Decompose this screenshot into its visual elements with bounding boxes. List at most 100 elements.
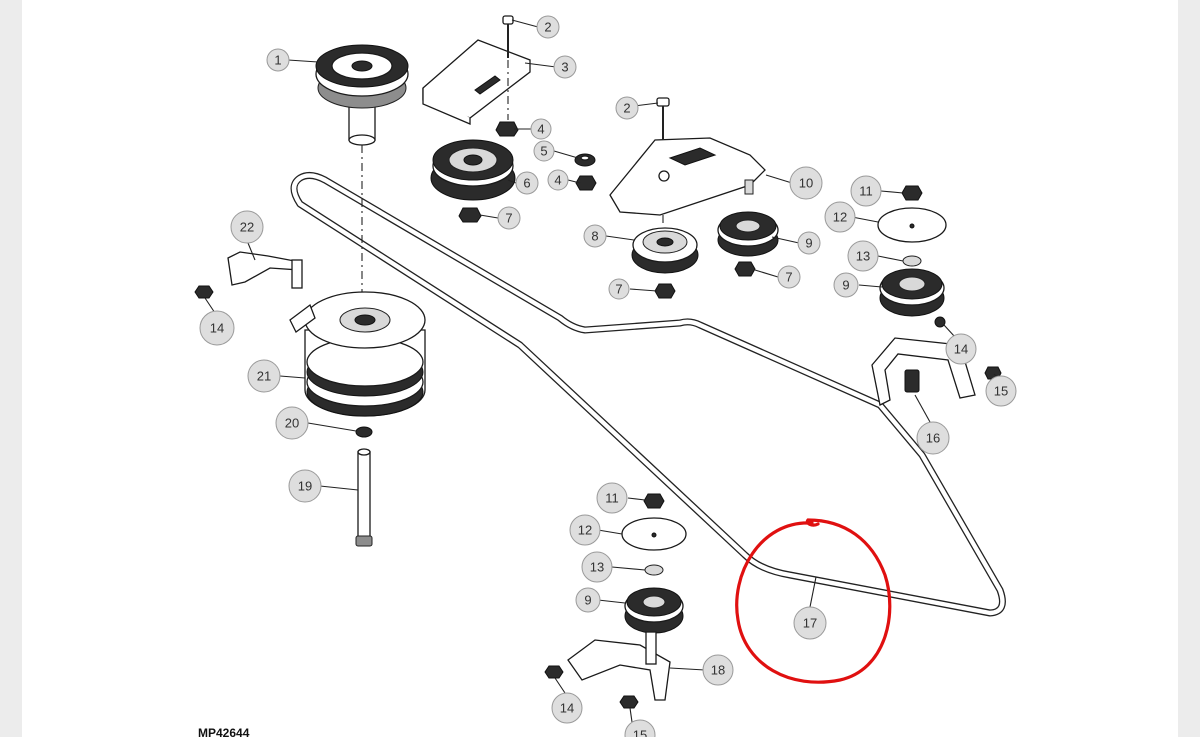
callout-circle xyxy=(530,118,552,140)
callout-circle xyxy=(985,375,1017,407)
callout-circle xyxy=(945,333,977,365)
callout-circle xyxy=(230,210,264,244)
callout-circle xyxy=(575,587,601,613)
callout-label: 2 xyxy=(544,20,551,35)
callout-14: 14 xyxy=(945,333,977,365)
callout-circle xyxy=(497,206,521,230)
callout-circle xyxy=(916,421,950,455)
callout-15: 15 xyxy=(624,719,656,737)
callout-18: 18 xyxy=(702,654,734,686)
callout-19: 19 xyxy=(288,469,322,503)
callout-label: 15 xyxy=(994,384,1008,399)
callout-circle xyxy=(702,654,734,686)
callout-7: 7 xyxy=(777,265,801,289)
part-drive-pulley xyxy=(315,44,409,146)
part-clutch-bolt xyxy=(355,426,373,547)
callout-7: 7 xyxy=(608,278,630,300)
callout-label: 9 xyxy=(805,236,812,251)
callout-label: 19 xyxy=(298,479,312,494)
part-flat-idler-9a xyxy=(717,211,779,277)
callout-6: 6 xyxy=(515,171,539,195)
callout-circle xyxy=(581,551,613,583)
callout-10: 10 xyxy=(789,166,823,200)
callout-circle xyxy=(824,201,856,233)
callout-circle xyxy=(275,406,309,440)
callout-label: 13 xyxy=(856,249,870,264)
callout-circle xyxy=(266,48,290,72)
part-idler-pulley-grooved xyxy=(430,139,516,201)
part-pivot-bracket-16 xyxy=(871,316,1002,406)
callout-circle xyxy=(551,692,583,724)
callout-circle xyxy=(536,15,560,39)
callout-label: 12 xyxy=(578,523,592,538)
callout-11: 11 xyxy=(596,482,628,514)
callout-15: 15 xyxy=(985,375,1017,407)
part-right-idler-stack xyxy=(877,185,947,317)
part-clutch-bracket-22 xyxy=(194,251,303,299)
callout-label: 9 xyxy=(842,278,849,293)
callout-13: 13 xyxy=(847,240,879,272)
callout-circle xyxy=(789,166,823,200)
callout-label: 1 xyxy=(274,53,281,68)
callout-5: 5 xyxy=(533,140,555,162)
callout-9: 9 xyxy=(833,272,859,298)
callout-13: 13 xyxy=(581,551,613,583)
callout-label: 10 xyxy=(799,176,813,191)
callout-circle xyxy=(850,175,882,207)
callout-label: 5 xyxy=(540,144,547,159)
callout-2: 2 xyxy=(536,15,560,39)
callout-9: 9 xyxy=(797,231,821,255)
callout-label: 11 xyxy=(859,184,873,199)
callout-3: 3 xyxy=(553,55,577,79)
callout-2: 2 xyxy=(615,96,639,120)
callout-9: 9 xyxy=(575,587,601,613)
callout-circle xyxy=(615,96,639,120)
part-idler-pulley-8 xyxy=(631,227,699,299)
callout-label: 14 xyxy=(954,342,968,357)
callout-17: 17 xyxy=(793,606,827,640)
callout-14: 14 xyxy=(199,310,235,346)
callout-label: 4 xyxy=(537,122,544,137)
callout-4: 4 xyxy=(530,118,552,140)
part-idler-bracket-top xyxy=(422,15,531,125)
diagram-code: MP42644 xyxy=(198,726,250,737)
highlight-circle xyxy=(735,518,892,684)
callout-circle xyxy=(583,224,607,248)
callout-circle xyxy=(199,310,235,346)
callout-label: 7 xyxy=(615,282,622,297)
callout-circle xyxy=(777,265,801,289)
callout-label: 17 xyxy=(803,616,817,631)
part-idler-arm-bracket xyxy=(609,97,766,225)
callout-label: 22 xyxy=(240,220,254,235)
callout-label: 7 xyxy=(505,211,512,226)
callout-circle xyxy=(608,278,630,300)
callout-circle xyxy=(288,469,322,503)
callout-4: 4 xyxy=(547,169,569,191)
leader-lines xyxy=(204,19,999,723)
callout-circle xyxy=(793,606,827,640)
callout-12: 12 xyxy=(824,201,856,233)
callout-22: 22 xyxy=(230,210,264,244)
callout-label: 2 xyxy=(623,101,630,116)
callout-7: 7 xyxy=(497,206,521,230)
callout-circle xyxy=(797,231,821,255)
callout-20: 20 xyxy=(275,406,309,440)
callout-1: 1 xyxy=(266,48,290,72)
callout-label: 4 xyxy=(554,173,561,188)
callout-circle xyxy=(624,719,656,737)
callout-label: 13 xyxy=(590,560,604,575)
callout-label: 18 xyxy=(711,663,725,678)
callout-label: 11 xyxy=(605,491,619,506)
callout-circle xyxy=(515,171,539,195)
callout-11: 11 xyxy=(850,175,882,207)
drive-belt xyxy=(290,171,1006,617)
nut-group-6 xyxy=(458,121,519,223)
part-bottom-idler-stack xyxy=(621,493,687,634)
callout-label: 14 xyxy=(210,321,224,336)
callout-label: 21 xyxy=(257,369,271,384)
part-electric-clutch xyxy=(289,291,426,417)
callout-circle xyxy=(833,272,859,298)
callout-label: 6 xyxy=(523,176,530,191)
